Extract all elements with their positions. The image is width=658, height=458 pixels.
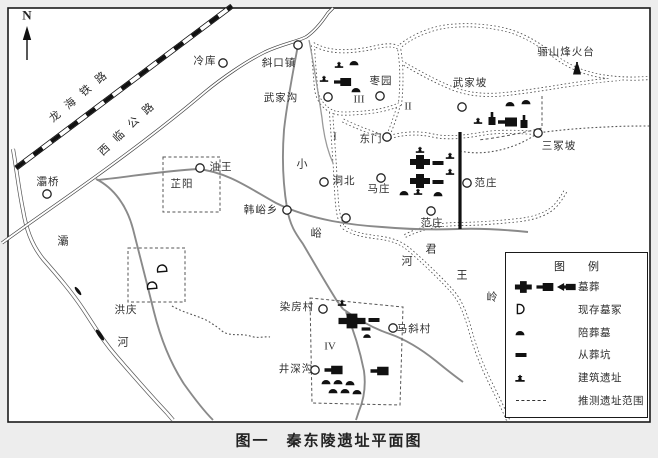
label-baqiao: 灞桥: [36, 176, 60, 188]
highway-line: [1, 6, 335, 245]
label-ba-char1: 灞: [57, 235, 69, 248]
legend-box: 图 例 墓葬 现存墓冢 陪葬墓 从葬坑 建筑遗址 推测遗址范围: [505, 252, 648, 418]
label-ba-char2: 河: [117, 336, 129, 349]
legend-label-buildings: 建筑遗址: [578, 373, 622, 384]
zone4-road: [345, 311, 366, 421]
label-fanzhuang-east: 范庄: [474, 177, 498, 189]
pit-icon: [506, 351, 578, 359]
label-zone2: II: [404, 100, 412, 113]
label-zaoyuan: 枣园: [369, 75, 393, 87]
zhiyang-extent: [162, 156, 221, 213]
legend-row-mounds: 现存墓冢: [506, 299, 647, 319]
label-jingshengou: 井深沟: [278, 363, 314, 375]
east-west-road: [96, 168, 529, 233]
label-xiaoyu-char1: 小: [296, 158, 308, 171]
legend-row-buildings: 建筑遗址: [506, 368, 647, 388]
label-sanzhongpo: 三冢坡: [541, 140, 577, 152]
label-zone4: IV: [324, 340, 336, 353]
railway-line: [14, 3, 234, 171]
mound-extent: [127, 247, 186, 303]
legend-label-burials: 陪葬墓: [578, 327, 611, 339]
label-hanyu: 韩峪乡: [243, 204, 279, 216]
label-ridge-char2: 王: [456, 269, 468, 282]
label-ranfangcun: 染房村: [279, 301, 315, 313]
label-ridge-char3: 岭: [486, 291, 498, 304]
legend-title: 图 例: [554, 260, 605, 273]
north-label: N: [22, 7, 32, 23]
label-zone3: III: [353, 93, 365, 106]
legend-row-extent: 推测遗址范围: [506, 390, 647, 410]
dotted-paths: [171, 125, 651, 338]
label-youwang: 油王: [209, 161, 233, 173]
legend-label-mounds: 现存墓冢: [578, 304, 622, 316]
label-xiaoyu-char2: 峪: [310, 227, 322, 240]
label-ridge-char1: 君: [425, 243, 437, 256]
label-lengku: 冷库: [193, 55, 217, 67]
gully-lines: [310, 23, 650, 421]
label-zhiyang: 芷阳: [170, 178, 194, 190]
legend-label-pits: 从葬坑: [578, 350, 611, 362]
mound-d-icon: [506, 303, 578, 315]
north-arrow-icon: [22, 26, 32, 60]
dashed-line-icon: [506, 399, 578, 401]
label-xiekou: 斜口镇: [261, 57, 297, 69]
label-dongbei: 洞北: [332, 175, 356, 187]
tomb-symbols-icon: [506, 279, 578, 295]
figure-caption: 图一 秦东陵遗址平面图: [235, 433, 423, 450]
label-zone1: I: [333, 130, 337, 143]
label-wujiapo: 武家坡: [452, 77, 488, 89]
legend-label-tombs: 墓葬: [578, 282, 600, 293]
legend-row-tombs: 墓葬: [506, 277, 647, 297]
label-fanzhuang-south: 范庄: [420, 217, 444, 229]
legend-row-burials: 陪葬墓: [506, 322, 647, 342]
ba-river-line: [11, 148, 175, 422]
label-wujiagou: 武家沟: [263, 92, 299, 104]
sanzhongpo-path: [459, 125, 651, 154]
label-hongqing: 洪庆: [114, 304, 138, 316]
wujiagou-stream: [308, 39, 334, 164]
legend-row-pits: 从葬坑: [506, 345, 647, 365]
label-maxiecun: 马斜村: [396, 323, 432, 335]
label-xiaoyu-char3: 河: [401, 255, 413, 268]
label-dongmen: 东门: [359, 133, 383, 145]
label-mazhuang: 马庄: [367, 183, 391, 195]
east-cluster-extent: [477, 96, 543, 141]
label-lishan-beacon: 骊山烽火台: [537, 46, 595, 58]
building-icon: [506, 373, 578, 383]
hongqing-road: [95, 178, 214, 421]
dome-icon: [506, 328, 578, 336]
legend-label-extent: 推测遗址范围: [578, 395, 644, 407]
wavy-gully: [171, 305, 271, 338]
